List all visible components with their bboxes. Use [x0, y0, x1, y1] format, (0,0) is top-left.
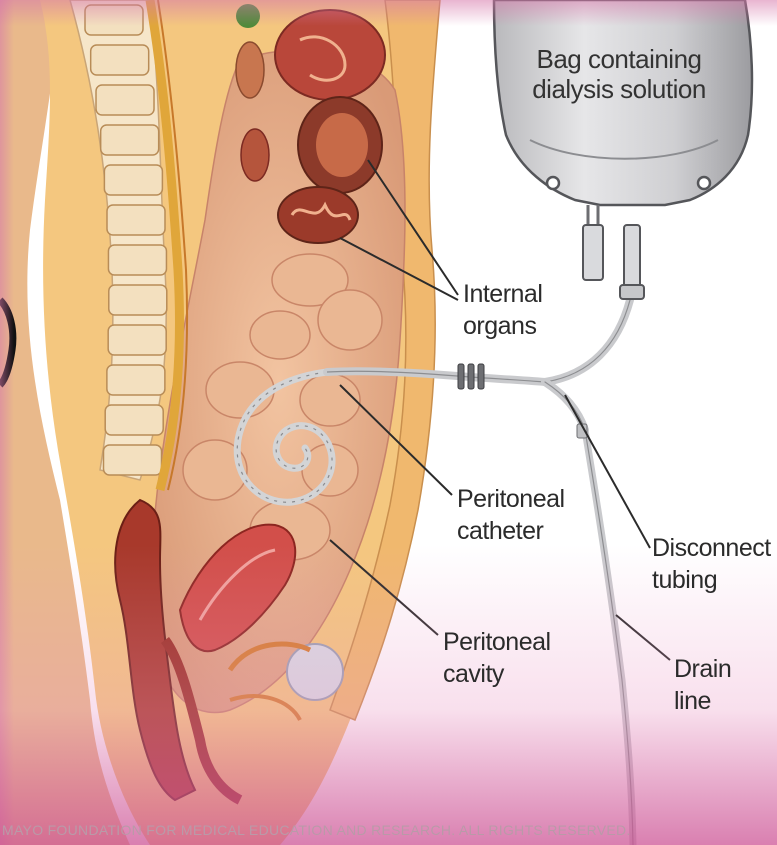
label-internal-organs-line1: Internal [463, 278, 542, 310]
label-peritoneal-cavity-line1: Peritoneal [443, 626, 551, 658]
vertebra [108, 245, 166, 275]
vertebra [104, 165, 162, 195]
vertebra [105, 405, 163, 435]
vertebra [107, 205, 165, 235]
vertebra [96, 85, 154, 115]
label-internal-organs: Internal organs [463, 278, 542, 342]
vertebra [109, 285, 167, 315]
drain-line [577, 424, 633, 845]
label-disconnect-tubing-line2: tubing [652, 564, 771, 596]
vertebra [108, 325, 166, 355]
bladder [287, 644, 343, 700]
bag-port-left [583, 225, 603, 280]
label-bag-line1: Bag containing [514, 44, 724, 74]
label-peritoneal-catheter: Peritoneal catheter [457, 483, 565, 547]
catheter-cuff [458, 364, 484, 389]
leader-drain-line [616, 615, 670, 660]
bag-port-right [624, 225, 640, 287]
label-drain-line-line2: line [674, 685, 731, 717]
frame-top [0, 0, 777, 26]
label-peritoneal-cavity: Peritoneal cavity [443, 626, 551, 690]
bag-hole-left [547, 177, 559, 189]
leader-disconnect-tubing [565, 395, 650, 548]
y-connector [545, 300, 630, 430]
vertebra [104, 445, 162, 475]
label-bag-line2: dialysis solution [514, 74, 724, 104]
label-disconnect-tubing: Disconnect tubing [652, 532, 771, 596]
label-peritoneal-catheter-line1: Peritoneal [457, 483, 565, 515]
vertebra [91, 45, 149, 75]
copyright-notice: MAYO FOUNDATION FOR MEDICAL EDUCATION AN… [0, 822, 777, 838]
vertebra [107, 365, 165, 395]
label-drain-line: Drain line [674, 653, 731, 717]
bag-hole-right [698, 177, 710, 189]
label-internal-organs-line2: organs [463, 310, 542, 342]
label-peritoneal-cavity-line2: cavity [443, 658, 551, 690]
vertebra [101, 125, 159, 155]
label-bag: Bag containing dialysis solution [514, 44, 724, 104]
frame-left [0, 0, 14, 845]
label-peritoneal-catheter-line2: catheter [457, 515, 565, 547]
label-drain-line-line1: Drain [674, 653, 731, 685]
label-disconnect-tubing-line1: Disconnect [652, 532, 771, 564]
